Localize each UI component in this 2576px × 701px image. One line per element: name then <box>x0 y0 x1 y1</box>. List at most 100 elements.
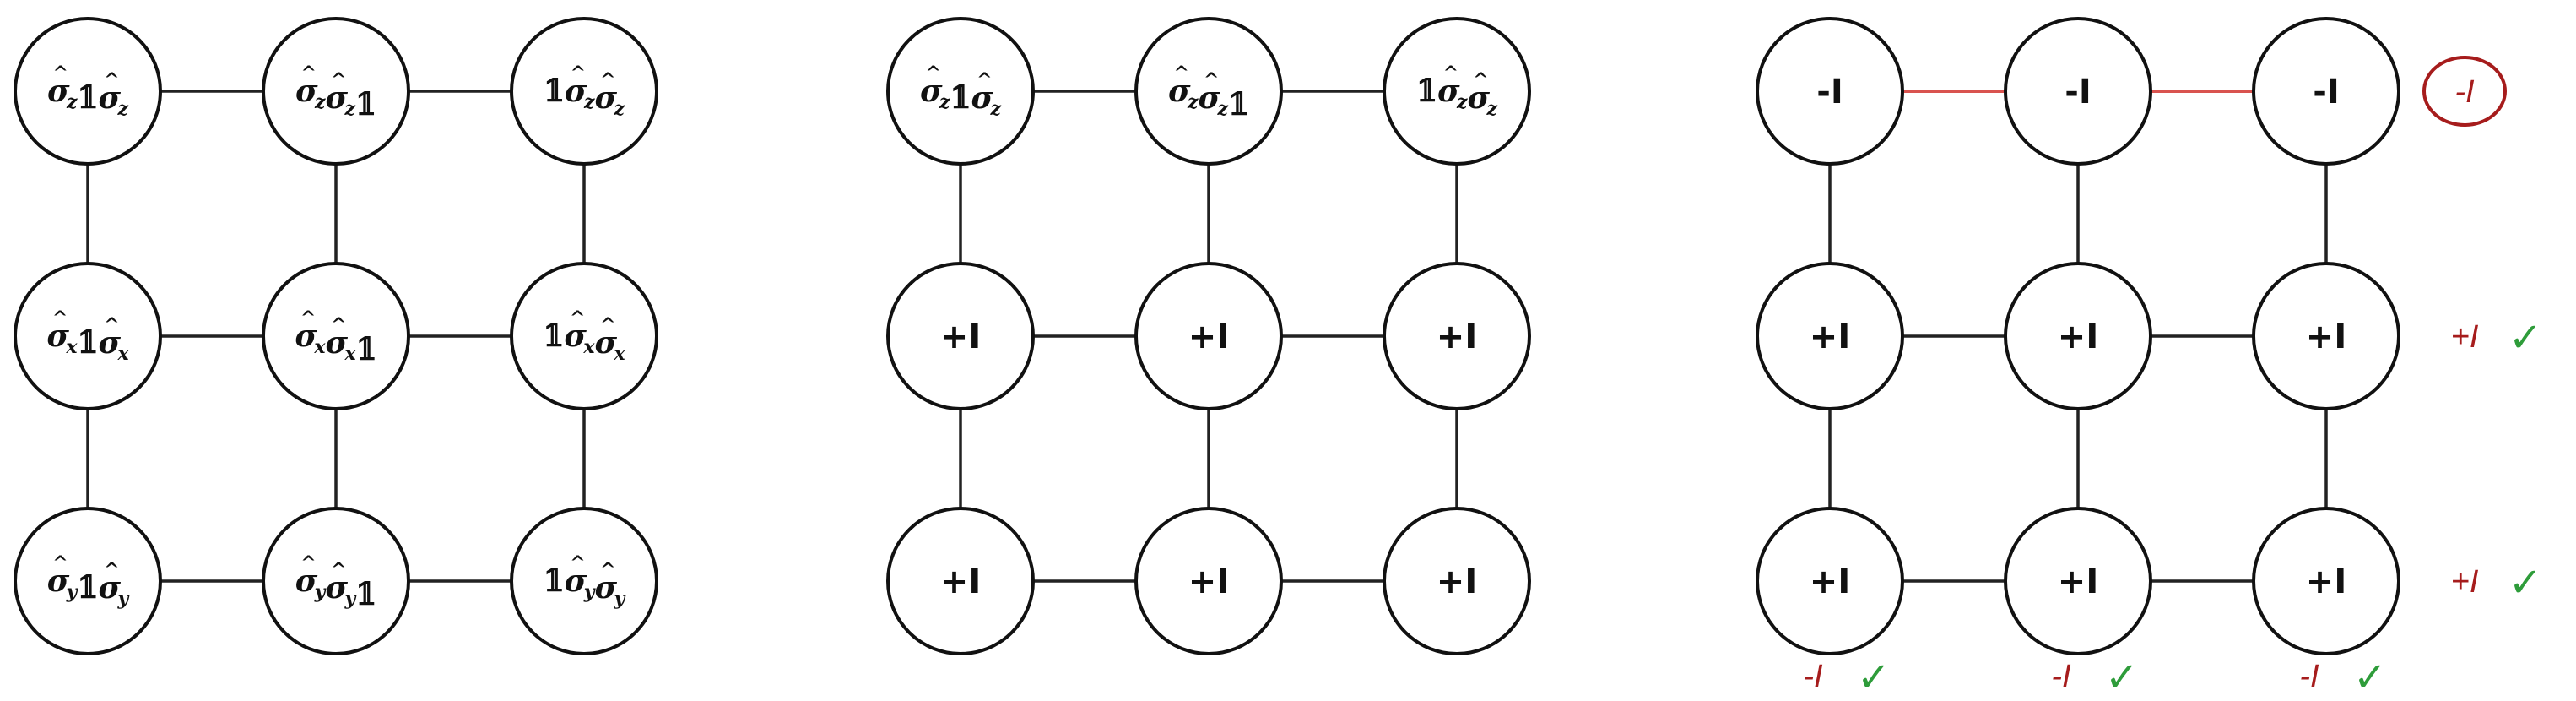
pauli-subscript: z <box>1216 98 1228 120</box>
right-node-0-2-circle <box>2252 17 2400 166</box>
right-node-2-1: +I <box>2004 507 2152 655</box>
middle-panel-edges <box>959 90 1458 583</box>
pauli-subscript: x <box>117 343 130 365</box>
hat-accent: ^ <box>926 62 941 84</box>
pauli-subscript: z <box>1486 98 1498 120</box>
sigma-symbol: σ <box>1168 73 1191 109</box>
hat-accent: ^ <box>300 552 316 574</box>
sigma-symbol: σ <box>565 73 587 109</box>
left-node-2-2-circle <box>510 507 658 655</box>
pauli-subscript: x <box>65 336 78 358</box>
middle-node-1-1: +I <box>1134 262 1283 410</box>
left-node-2-0-circle <box>14 507 162 655</box>
pauli-subscript: x <box>582 336 595 358</box>
middle-node-1-0: +I <box>886 262 1035 410</box>
sigma-symbol: σ <box>325 570 348 606</box>
middle-node-2-2-value: +I <box>1437 562 1477 601</box>
identity-symbol: 𝟙 <box>356 332 377 367</box>
pauli-subscript: z <box>614 98 625 120</box>
right-node-0-1-circle <box>2004 17 2152 166</box>
left-node-1-2: 𝟙σ^xσ^x <box>510 262 658 410</box>
left-node-0-1-label: σ^zσ^z𝟙 <box>295 62 376 122</box>
left-node-2-2-label: 𝟙σ^yσ^y <box>544 552 627 610</box>
sigma-symbol: σ <box>47 563 70 599</box>
hat-accent: ^ <box>571 62 586 84</box>
pauli-subscript: z <box>1187 91 1199 113</box>
check-icon: ✓ <box>2508 559 2542 606</box>
hat-accent: ^ <box>1204 69 1219 91</box>
identity-symbol: 𝟙 <box>544 73 565 109</box>
left-node-1-2-label: 𝟙σ^xσ^x <box>543 307 625 365</box>
sigma-symbol: σ <box>99 570 122 606</box>
right-node-1-0-value: +I <box>1810 318 1850 356</box>
right-node-2-0-value: +I <box>1810 562 1850 601</box>
middle-node-0-2: 𝟙σ^zσ^z <box>1383 17 1531 166</box>
right-panel-edges <box>1828 90 2328 583</box>
left-node-1-1-label: σ^xσ^x𝟙 <box>295 307 376 367</box>
hat-accent: ^ <box>1443 62 1458 84</box>
right-node-1-2-value: +I <box>2306 318 2346 356</box>
left-node-0-2-circle <box>510 17 658 166</box>
middle-node-0-0: σ^z𝟙σ^z <box>886 17 1035 166</box>
right-node-0-0: -I <box>1756 17 1904 166</box>
middle-node-0-2-label: 𝟙σ^zσ^z <box>1416 62 1498 120</box>
pauli-subscript: x <box>344 343 356 365</box>
middle-node-2-0-circle <box>886 507 1035 655</box>
hat-accent: ^ <box>300 307 316 329</box>
identity-symbol: 𝟙 <box>544 563 565 599</box>
right-node-0-2: -I <box>2252 17 2400 166</box>
left-node-1-0-label: σ^x𝟙σ^x <box>46 307 129 365</box>
left-node-0-2-label: 𝟙σ^zσ^z <box>544 62 625 120</box>
left-node-1-0-circle <box>14 262 162 410</box>
identity-symbol: 𝟙 <box>355 87 376 122</box>
hat-accent: ^ <box>104 314 119 336</box>
middle-node-1-2: +I <box>1383 262 1531 410</box>
sigma-symbol: σ <box>1468 80 1491 116</box>
sigma-symbol: σ <box>595 80 618 116</box>
pauli-subscript: z <box>939 91 950 113</box>
sigma-symbol: σ <box>325 80 348 116</box>
sigma-symbol: σ <box>595 570 618 606</box>
sigma-symbol: σ <box>564 318 587 354</box>
middle-node-0-2-circle <box>1383 17 1531 166</box>
middle-node-2-0-value: +I <box>940 562 981 601</box>
sigma-symbol: σ <box>920 73 943 109</box>
right-node-0-1: -I <box>2004 17 2152 166</box>
hat-accent: ^ <box>104 69 119 91</box>
col-product-0: -I <box>1803 659 1823 694</box>
sigma-symbol: σ <box>1198 80 1220 116</box>
right-node-0-0-circle <box>1756 17 1904 166</box>
sigma-symbol: σ <box>1437 73 1460 109</box>
check-icon: ✓ <box>1857 654 1891 701</box>
check-icon: ✓ <box>2353 654 2387 701</box>
left-node-1-1: σ^xσ^x𝟙 <box>262 262 410 410</box>
middle-node-0-1: σ^zσ^z𝟙 <box>1134 17 1283 166</box>
identity-symbol: 𝟙 <box>77 80 98 116</box>
hat-accent: ^ <box>52 552 68 574</box>
pauli-subscript: z <box>990 98 1002 120</box>
check-icon: ✓ <box>2508 314 2542 361</box>
left-node-0-0-label: σ^z𝟙σ^z <box>47 62 129 120</box>
row-product-0: -I <box>2454 74 2475 110</box>
pauli-subscript: y <box>614 588 627 610</box>
hat-accent: ^ <box>331 559 346 581</box>
pauli-subscript: z <box>1456 91 1468 113</box>
left-node-0-0-circle <box>14 17 162 166</box>
left-node-2-0-label: σ^y𝟙σ^y <box>47 552 131 610</box>
sigma-symbol: σ <box>325 325 348 361</box>
sigma-symbol: σ <box>46 318 69 354</box>
middle-node-1-0-value: +I <box>940 318 981 356</box>
sigma-symbol: σ <box>47 73 70 109</box>
sigma-symbol: σ <box>99 80 122 116</box>
pauli-subscript: y <box>66 581 79 603</box>
col-product-1: -I <box>2051 659 2071 694</box>
middle-node-2-2-circle <box>1383 507 1531 655</box>
identity-symbol: 𝟙 <box>1228 87 1249 122</box>
hat-accent: ^ <box>977 69 992 91</box>
hat-accent: ^ <box>53 62 68 84</box>
left-node-2-1-circle <box>262 507 410 655</box>
right-node-2-2-circle <box>2252 507 2400 655</box>
middle-node-1-1-circle <box>1134 262 1283 410</box>
identity-symbol: 𝟙 <box>77 570 98 606</box>
identity-symbol: 𝟙 <box>950 80 971 116</box>
